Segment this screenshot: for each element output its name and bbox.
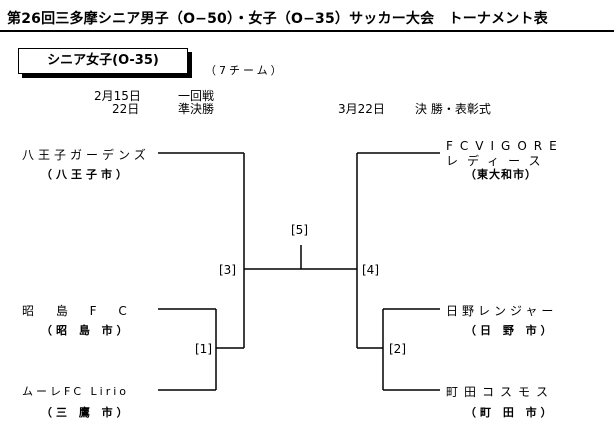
team-count: （7チーム）: [205, 64, 285, 77]
page-title: 第26回三多摩シニア男子（O−50）・女子（O−35）サッカー大会 トーナメント…: [7, 11, 548, 27]
match-label-3: [3]: [219, 263, 236, 277]
category-label: シニア女子(O-35): [18, 48, 188, 74]
team-name-akishima: 昭 島 F C: [22, 304, 136, 318]
schedule-round-3: 決 勝・表彰式: [415, 102, 491, 116]
team-name-hachioji: 八王子ガーデンズ: [22, 148, 150, 162]
team-name-vigore: FCVIGORE: [446, 139, 564, 153]
schedule-round-1: 一回戦: [178, 89, 215, 103]
team-city-hachioji: （八王子市）: [41, 168, 131, 181]
team-city-vigore: （東大和市）: [465, 168, 537, 181]
match-label-1: [1]: [195, 342, 212, 356]
team-city-muure: （三 鷹 市）: [41, 406, 132, 419]
schedule-date-3: 3月22日: [338, 102, 385, 116]
team-city-machida: （町 田 市）: [465, 406, 556, 419]
schedule-round-2: 準決勝: [178, 102, 215, 116]
team-city-akishima: （昭 島 市）: [41, 324, 132, 337]
team-name-hino: 日野レンジャー: [446, 304, 558, 318]
schedule-date-1: 2月15日: [94, 89, 141, 103]
match-label-4: [4]: [362, 263, 379, 277]
title-divider: [0, 30, 614, 32]
match-label-2: [2]: [389, 342, 406, 356]
schedule-date-2: 22日: [112, 102, 140, 116]
match-label-5: [5]: [291, 223, 308, 237]
team-name-muure: ムーレFC Lirio: [22, 385, 129, 398]
team-name-machida: 町田コスモス: [446, 385, 555, 399]
team-name-vigore-line2: レディース: [446, 154, 550, 168]
team-city-hino: （日 野 市）: [465, 324, 556, 337]
